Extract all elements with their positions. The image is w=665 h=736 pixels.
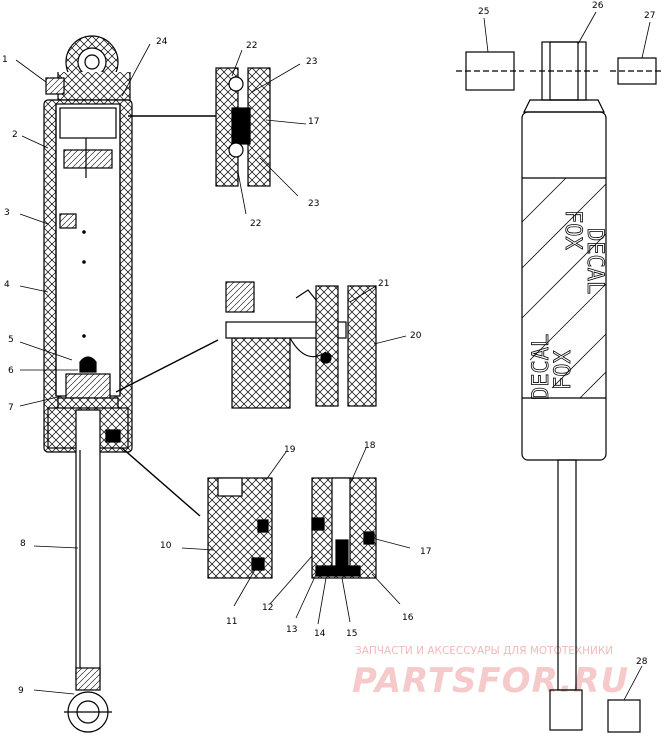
- callout-24: 24: [156, 37, 168, 47]
- decal-text: FOX DECAL FOX DECAL: [529, 210, 608, 401]
- decal-text-4: DECAL: [529, 334, 554, 400]
- cutaway-shock: [43, 35, 133, 733]
- callout-13: 13: [286, 625, 297, 635]
- callout-22-upper: 22: [246, 41, 257, 51]
- watermark-tagline: ЗАПЧАСТИ И АКСЕССУАРЫ ДЛЯ МОТОТЕХНИКИ: [355, 645, 613, 657]
- callout-4: 4: [4, 280, 10, 290]
- callout-5: 5: [8, 335, 14, 345]
- callout-21: 21: [378, 279, 389, 289]
- decal-text-2: DECAL: [582, 228, 607, 294]
- callout-18: 18: [364, 441, 376, 451]
- callout-15: 15: [346, 629, 357, 639]
- callout-1: 1: [2, 55, 8, 65]
- decal-text-3: FOX: [551, 350, 576, 390]
- assembled-shock: [456, 41, 662, 733]
- callout-3: 3: [4, 208, 10, 218]
- callout-2: 2: [12, 130, 18, 140]
- callout-25: 25: [478, 7, 489, 17]
- decal-text-1: FOX: [560, 210, 585, 250]
- leader-lines: [15, 11, 651, 701]
- detail-piston-region: [115, 281, 377, 409]
- watermark: ЗАПЧАСТИ И АКСЕССУАРЫ ДЛЯ МОТОТЕХНИКИ PA…: [352, 645, 629, 701]
- detail-top-seal: [128, 67, 271, 187]
- detail-seal-head: [121, 447, 377, 579]
- callout-26: 26: [592, 1, 604, 11]
- callout-7: 7: [8, 403, 14, 413]
- callout-27: 27: [644, 11, 655, 21]
- callout-6: 6: [8, 366, 14, 376]
- callout-9: 9: [18, 686, 24, 696]
- callout-19: 19: [284, 445, 296, 455]
- callout-23-upper: 23: [306, 57, 317, 67]
- callout-10: 10: [160, 541, 172, 551]
- callout-22-lower: 22: [250, 219, 261, 229]
- callout-23-lower: 23: [308, 199, 319, 209]
- callout-17-lower: 17: [420, 547, 431, 557]
- callout-14: 14: [314, 629, 326, 639]
- callout-11: 11: [226, 617, 237, 627]
- callout-labels: 1 2 3 4 5 6 7 8 9 10 11 12 13 14 15 16 1…: [2, 1, 655, 696]
- watermark-brand: PARTSFOR.RU: [352, 661, 629, 701]
- callout-17-upper: 17: [308, 117, 319, 127]
- callout-20: 20: [410, 331, 422, 341]
- callout-12: 12: [262, 603, 273, 613]
- callout-8: 8: [20, 539, 26, 549]
- callout-28: 28: [636, 657, 648, 667]
- callout-16: 16: [402, 613, 414, 623]
